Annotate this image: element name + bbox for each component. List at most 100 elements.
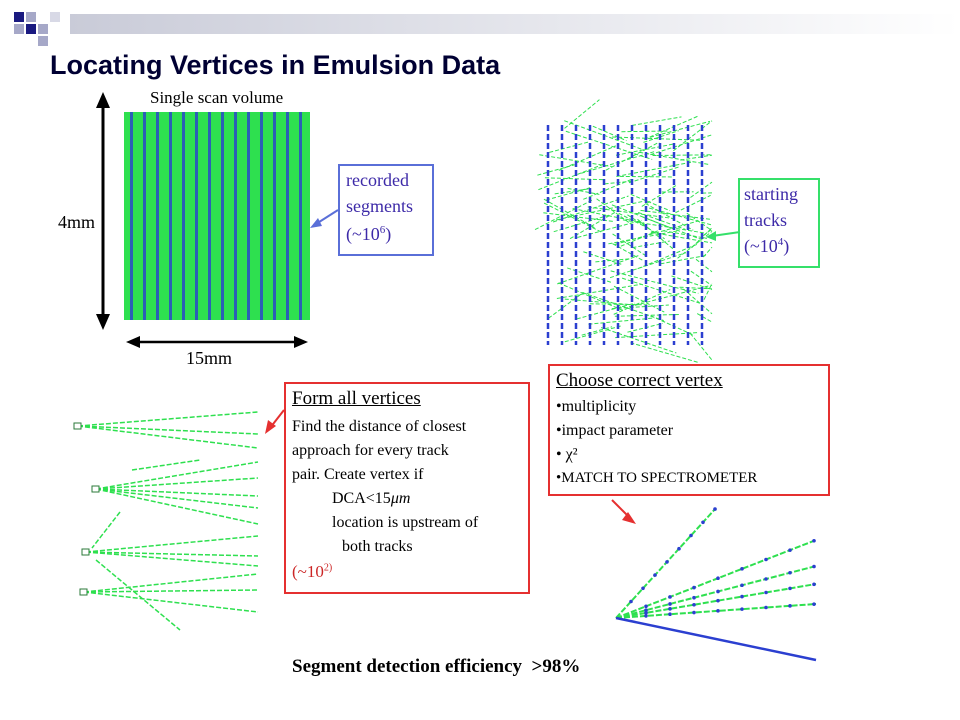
scan-stripe [286,112,289,320]
track-hit [716,609,720,613]
track-segment [631,116,682,126]
track-hit [689,533,693,538]
track-segment [650,231,713,244]
track-segment [627,214,665,240]
track-segment [628,166,680,184]
track-hit [653,573,657,577]
vertex-track [95,477,259,490]
track-segment [564,99,600,129]
track-segment [565,130,653,160]
track-segment [613,285,665,313]
track-segment [548,291,584,319]
correct-track [615,583,817,619]
scan-stripe [221,112,224,320]
scan-stripe [169,112,172,320]
track-segment [538,163,606,191]
track-segment [600,327,677,354]
segments-exp: 6 [379,224,386,236]
track-segment [642,216,701,240]
correct-vertex-plot [615,507,817,662]
footer-efficiency: Segment detection efficiency >98% [292,656,581,677]
scan-caption: Single scan volume [150,88,284,107]
tracks-callout: starting tracks (~104) [738,178,820,268]
track-segment [645,202,694,231]
scan-volume-block [124,112,310,320]
height-arrow-bottom [96,314,110,330]
track-segment [596,198,632,225]
track-segment [569,209,620,240]
track-segment [543,198,595,229]
scan-stripe [182,112,185,320]
vertex-marker [73,422,82,430]
track-segment [660,254,707,265]
scan-stripe [208,112,211,320]
track-segment [671,275,713,291]
track-segment [544,177,605,181]
track-segment [696,313,713,323]
track-hit [677,546,681,551]
scan-stripe [273,112,276,320]
track-hit [812,564,816,569]
track-hit [740,594,744,599]
track-hit [713,507,717,511]
track-segment [621,130,669,133]
track-segment [582,292,664,322]
track-segment [637,243,698,270]
header-gradient [70,14,960,34]
track-segment [637,218,674,250]
tracks-callout-arrowhead [706,231,716,241]
form-dca: DCA<15μm [332,490,410,508]
track-hit [692,602,696,607]
track-segment [614,313,681,317]
height-label: 4mm [58,212,96,232]
track-hit [668,602,672,606]
tracks-callout-line2: tracks [744,210,787,230]
track-segment [539,154,612,168]
scan-stripe [260,112,263,320]
track-segment [615,332,699,339]
track-segment [557,255,639,285]
track-hit [644,608,648,612]
scan-stripe [130,112,133,320]
track-hit [764,557,768,562]
track-segment [534,199,593,231]
track-hit [629,599,633,604]
track-segment [649,120,711,138]
crossing-track [131,459,201,471]
vertex-track [77,411,259,427]
scan-stripe [247,112,250,320]
track-hit [788,586,792,591]
tracks-close: ) [783,236,790,256]
track-segment [556,283,641,299]
form-dca-unit: μm [390,490,411,507]
scan-stripe [195,112,198,320]
track-segment [703,283,713,300]
track-segment [564,298,630,306]
form-count: (~102) [292,562,332,582]
starting-tracks-plot [534,99,713,363]
tracks-callout-arrow [711,231,741,237]
choose-vertex-box: Choose correct vertex •multiplicity •imp… [548,364,830,496]
track-hit [665,560,669,564]
track-hit [692,595,696,600]
form-line-3: pair. Create vertex if [292,466,424,483]
track-hit [644,614,648,618]
scan-segment-stripes [130,112,302,320]
track-segment [663,230,708,239]
scan-stripe [234,112,237,320]
track-hit [740,583,744,588]
track-segment [632,240,670,249]
track-segment [537,164,575,176]
track-hit [668,612,672,617]
tracks-callout-line3: (~104) [744,236,789,257]
track-segment [680,154,713,161]
form-count-base: (~10 [292,562,324,581]
track-segment [650,315,695,336]
track-segment [630,342,699,363]
track-segment [567,187,600,195]
track-segment [576,302,636,320]
track-segment [564,325,622,343]
track-segment [611,304,669,310]
track-segment [546,187,591,201]
track-segment [616,161,694,178]
